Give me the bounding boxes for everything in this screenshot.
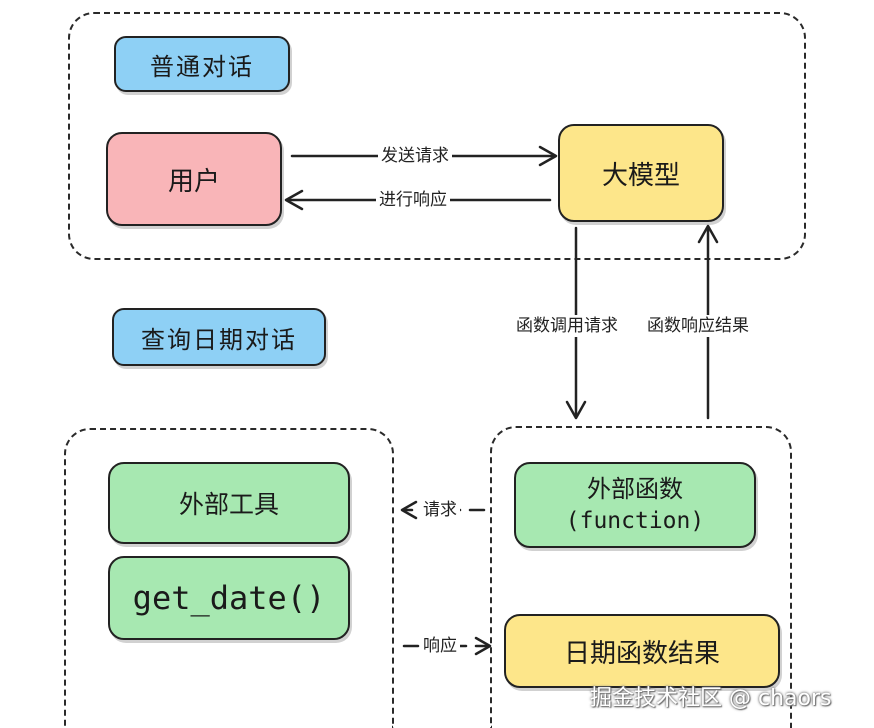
func-response-result-label: 函数响应结果 xyxy=(644,315,752,337)
date-result-label: 日期函数结果 xyxy=(563,638,720,669)
section-date-chat: 查询日期对话 xyxy=(112,308,326,366)
response-label: 响应 xyxy=(420,635,460,657)
get-date-label: get_date() xyxy=(132,579,326,617)
tool-region xyxy=(64,428,394,728)
user-node: 用户 xyxy=(106,132,282,226)
request-label: 请求 xyxy=(420,499,460,521)
function-region xyxy=(490,426,792,728)
respond-label: 进行响应 xyxy=(376,189,450,211)
llm-node: 大模型 xyxy=(558,124,724,222)
send-request-label: 发送请求 xyxy=(378,145,452,167)
watermark: 掘金技术社区 @ chaors xyxy=(590,686,832,711)
external-tool-label: 外部工具 xyxy=(178,490,279,519)
external-function-node: 外部函数 (function) xyxy=(514,462,756,548)
normal-chat-region xyxy=(68,12,806,260)
func-call-request-label: 函数调用请求 xyxy=(513,315,621,337)
external-tool-node: 外部工具 xyxy=(108,462,350,544)
section-normal-chat: 普通对话 xyxy=(114,36,290,92)
llm-node-label: 大模型 xyxy=(601,160,680,191)
date-result-node: 日期函数结果 xyxy=(504,614,780,688)
user-node-label: 用户 xyxy=(167,166,220,197)
external-function-sublabel: (function) xyxy=(565,508,705,534)
get-date-node: get_date() xyxy=(108,556,350,640)
external-function-label: 外部函数 xyxy=(587,475,683,503)
